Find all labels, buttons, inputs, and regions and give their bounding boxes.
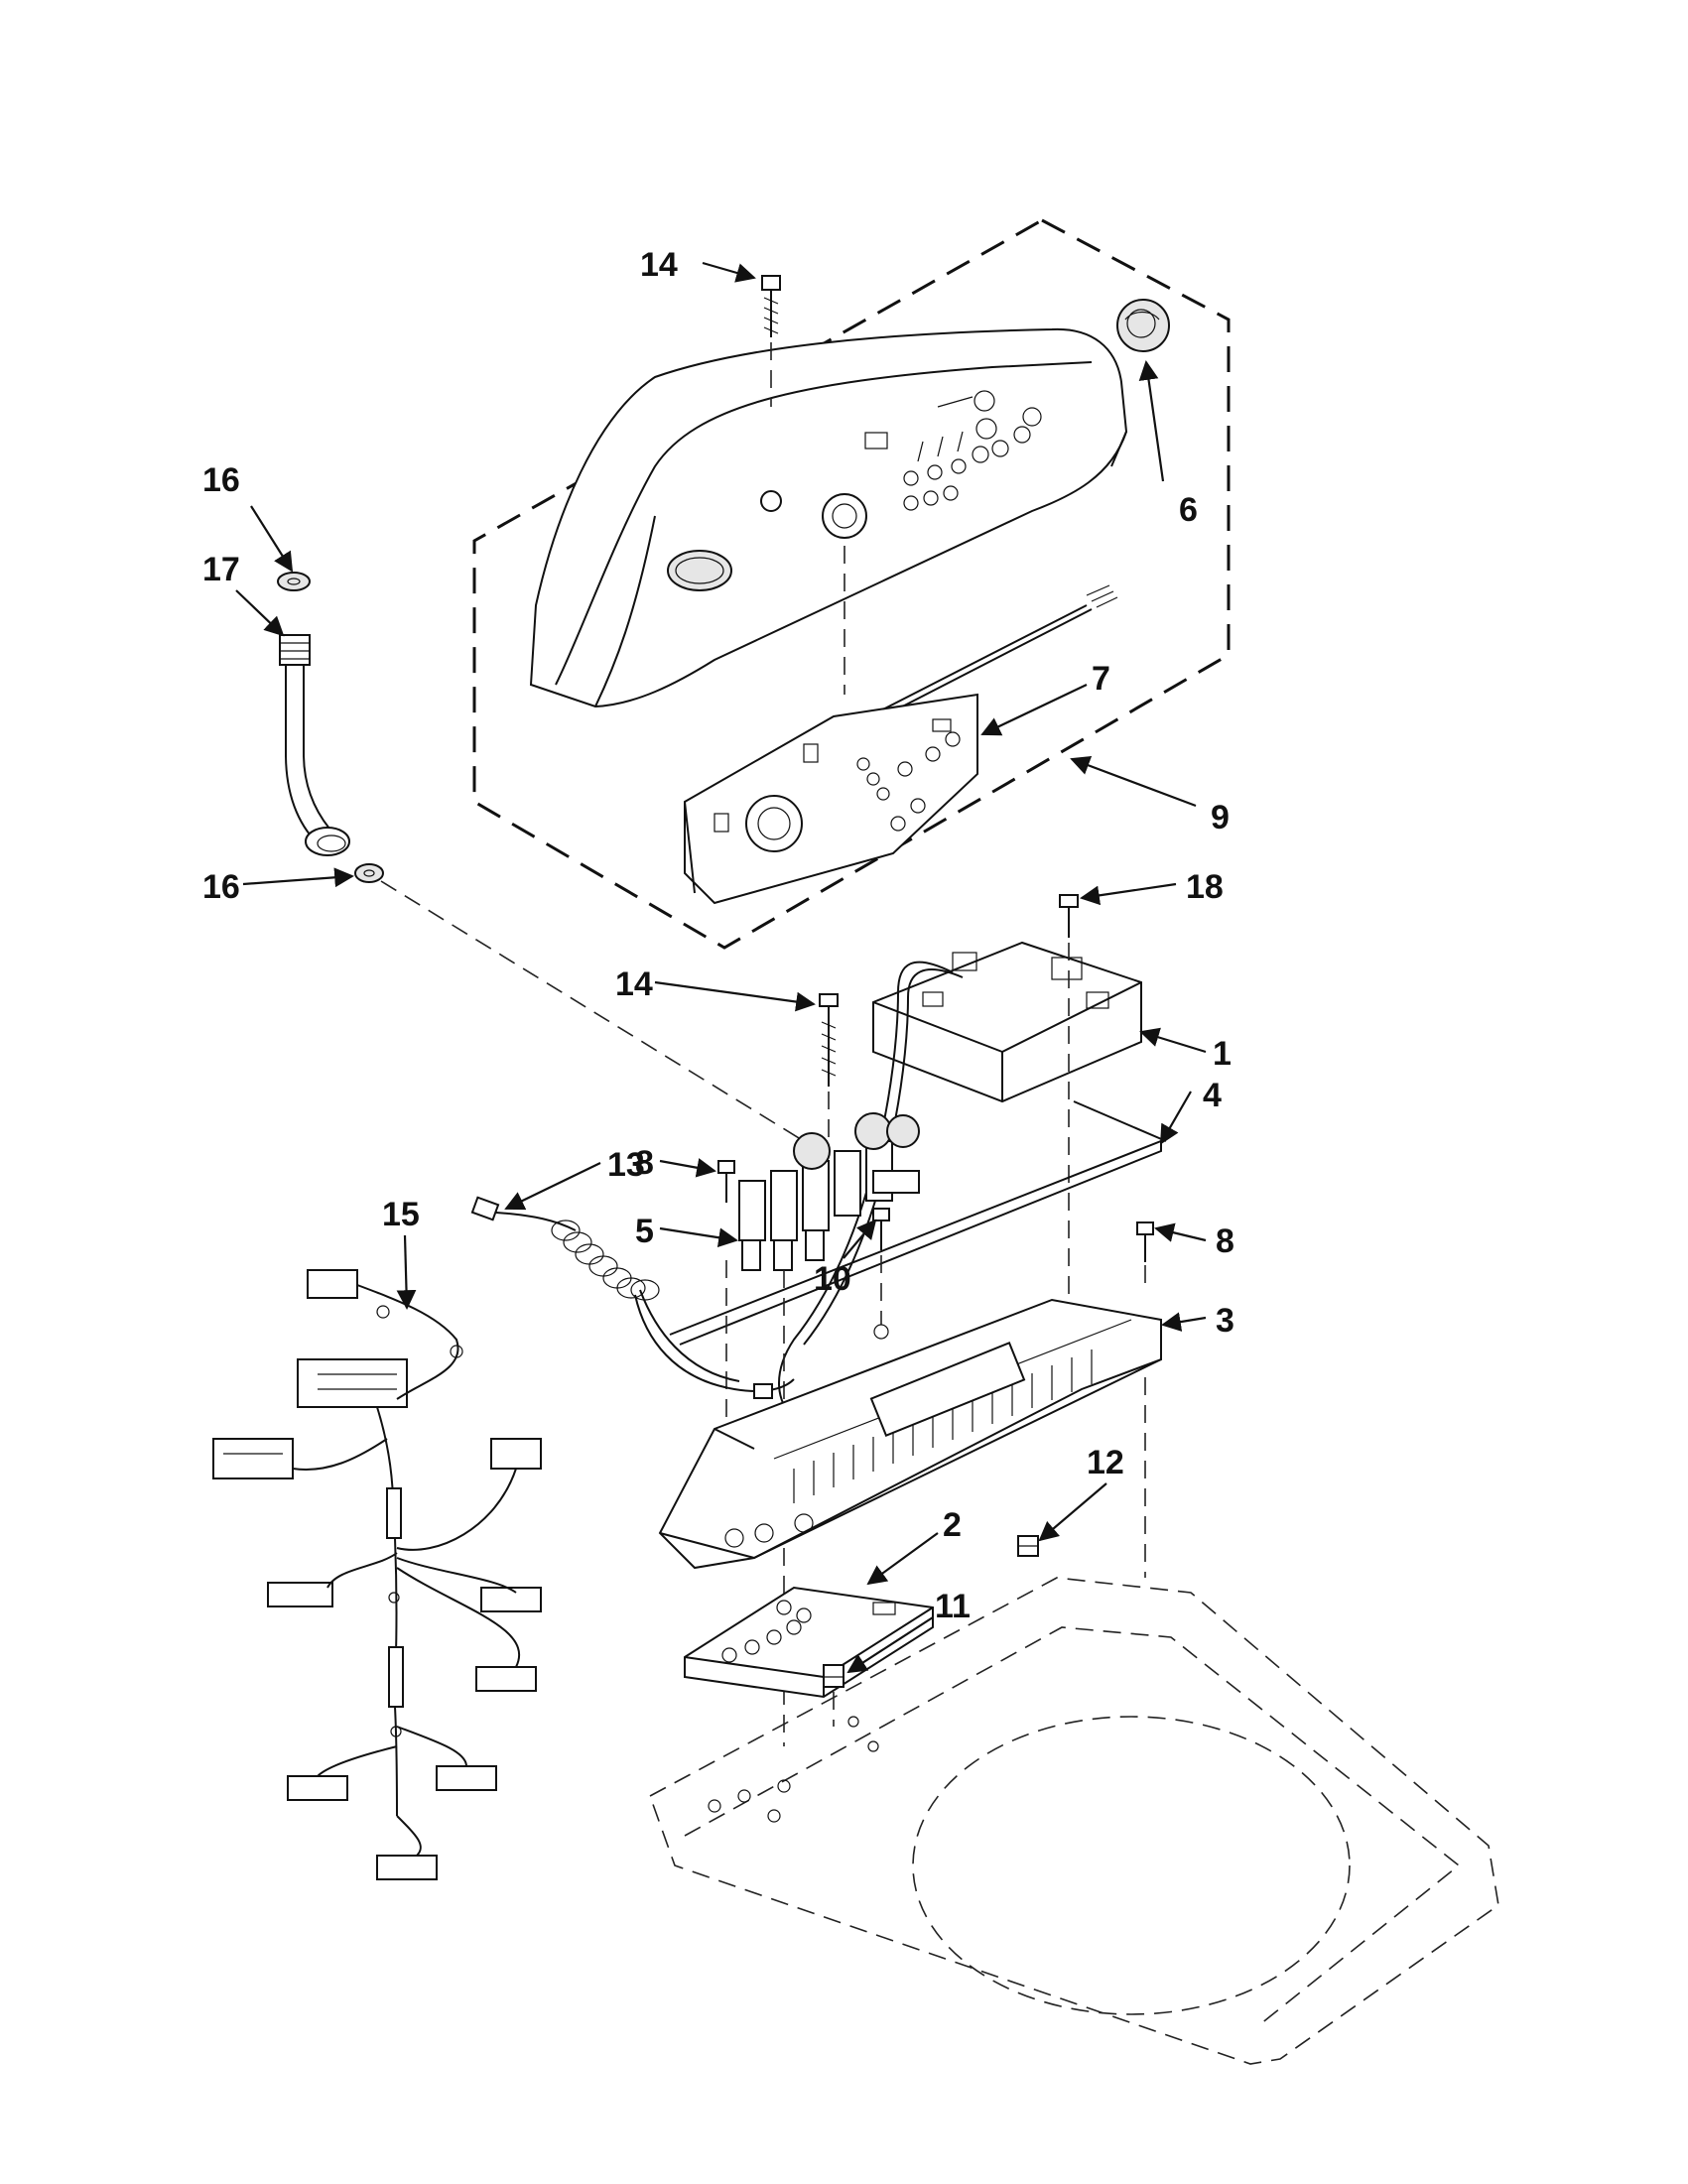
callout-11: 11 (935, 1588, 971, 1625)
callout-12: 12 (1087, 1444, 1124, 1481)
leader-lines (235, 261, 1207, 1674)
callout-4: 4 (1203, 1077, 1222, 1114)
screw-right (1136, 1221, 1154, 1262)
ribbon-cable (872, 584, 1118, 719)
callout-1: 1 (1213, 1035, 1232, 1073)
main-control-board (872, 941, 1142, 1103)
callout-15: 15 (382, 1196, 420, 1233)
console-panel (529, 327, 1128, 708)
callout-8-left: 8 (635, 1144, 654, 1182)
water-valve (738, 1112, 920, 1271)
callout-16-top: 16 (202, 461, 240, 499)
top-frame (649, 1577, 1499, 2065)
callout-5: 5 (635, 1213, 654, 1250)
callout-14-middle: 14 (615, 965, 653, 1003)
console-screw (761, 275, 781, 337)
clip-11 (823, 1664, 844, 1688)
callout-6: 6 (1179, 491, 1198, 529)
console-base (658, 1298, 1162, 1570)
valve-screw (819, 993, 839, 1087)
callout-7: 7 (1092, 660, 1110, 698)
callout-8-right: 8 (1216, 1222, 1234, 1260)
wire-harness (212, 1269, 542, 1880)
screw-left (717, 1160, 735, 1203)
screw-10 (872, 1208, 890, 1250)
board-screw (1059, 894, 1079, 938)
console-kit-boundary (472, 218, 1231, 950)
knob (1116, 299, 1170, 352)
fill-hose-coil (470, 1196, 795, 1399)
rod (669, 1100, 1167, 1346)
callout-18: 18 (1186, 868, 1224, 906)
inlet-hose (277, 572, 384, 883)
callout-3: 3 (1216, 1302, 1234, 1340)
callout-17: 17 (202, 551, 240, 588)
callout-2: 2 (943, 1506, 962, 1544)
callout-14-top: 14 (640, 246, 678, 284)
callout-9: 9 (1211, 799, 1230, 836)
callout-13: 13 (607, 1146, 645, 1184)
callout-10: 10 (814, 1260, 851, 1298)
callout-16-bottom: 16 (202, 868, 240, 906)
clip-12 (1017, 1535, 1039, 1557)
user-interface-board (684, 693, 978, 905)
callout-labels: 14 6 7 9 16 17 16 18 14 1 4 8 13 5 10 8 … (202, 246, 1234, 1625)
